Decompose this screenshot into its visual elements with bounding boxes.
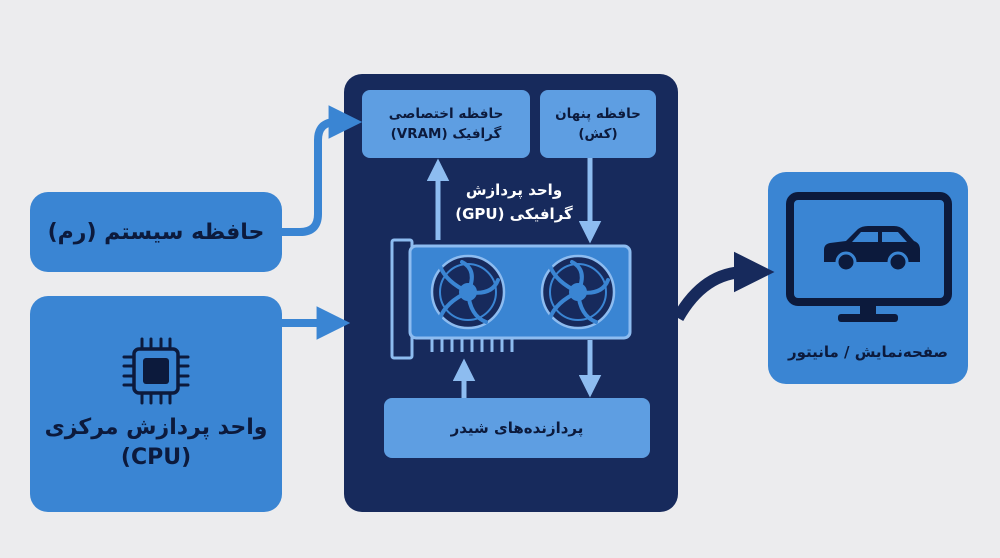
- cpu-label-line1: واحد پردازش مرکزی: [44, 415, 268, 441]
- cache-label-line2: (کش): [578, 126, 618, 142]
- system-ram-box: حافظه سیستم (رم): [30, 192, 282, 272]
- vram-box: حافظه اختصاصی گرافیک (VRAM): [362, 90, 530, 158]
- gpu-label: واحد پردازش گرافیکی (GPU): [446, 170, 582, 234]
- graphics-card-icon: [390, 238, 632, 360]
- monitor-label: صفحه‌نمایش / مانیتور: [768, 332, 968, 372]
- gpu-label-line2: گرافیکی (GPU): [455, 205, 573, 223]
- system-ram-label: حافظه سیستم (رم): [47, 219, 265, 245]
- gpu-to-monitor-arrow: [672, 251, 775, 322]
- cpu-label-line2: (CPU): [120, 445, 192, 470]
- cache-label-line1: حافظه پنهان: [555, 105, 641, 122]
- shader-label: پردازنده‌های شیدر: [450, 419, 584, 437]
- cpu-box: واحد پردازش مرکزی (CPU): [30, 296, 282, 512]
- car-icon: [824, 226, 920, 273]
- vram-label-line2: گرافیک (VRAM): [390, 126, 502, 142]
- vram-label-line1: حافظه اختصاصی: [388, 105, 504, 122]
- cpu-title: واحد پردازش مرکزی (CPU): [45, 413, 268, 472]
- shader-box: پردازنده‌های شیدر: [384, 398, 650, 458]
- cpu-chip-icon: [122, 337, 190, 405]
- ram-to-vram-arrow: [282, 105, 363, 236]
- monitor-label-text: صفحه‌نمایش / مانیتور: [787, 343, 949, 361]
- gpu-label-line1: واحد پردازش: [465, 181, 563, 199]
- cache-box: حافظه پنهان (کش): [540, 90, 656, 158]
